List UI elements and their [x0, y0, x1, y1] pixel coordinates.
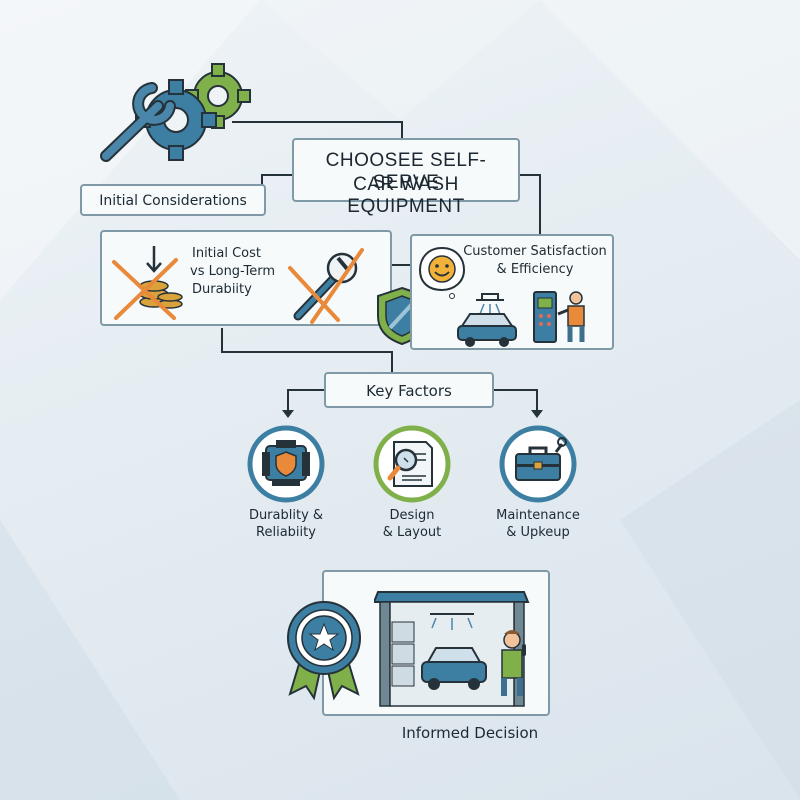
factor-2-line-1: Design: [389, 508, 435, 523]
cost-durability-box: Initial Cost vs Long-Term Durabiity: [100, 230, 392, 326]
connector-title-to-customer: [518, 174, 541, 235]
connector-key-left: [287, 389, 326, 412]
connector-cost-to-key: [221, 328, 393, 372]
title-line-2: CAR WASH EQUIPMENT: [347, 174, 465, 217]
car-wash-station-icon: [457, 291, 585, 347]
title-box: CHOOSEE SELF-SERVE CAR WASH EQUIPMENT: [292, 138, 520, 217]
cost-line-3: Durabiity: [192, 282, 252, 297]
customer-satisfaction-box: Customer Satisfaction & Efficiency: [410, 234, 614, 350]
key-factors-label: Key Factors: [366, 382, 452, 400]
factor-3-line-2: & Upkeup: [506, 525, 570, 540]
cost-line-2: vs Long-Term: [190, 264, 276, 279]
arrowhead-right: [531, 410, 543, 418]
connector-key-right: [493, 389, 538, 412]
coins-crossed-icon: [112, 246, 183, 320]
award-ribbon-icon: [287, 601, 361, 701]
initial-considerations-box: Initial Considerations: [80, 184, 266, 216]
customer-line-1: Customer Satisfaction: [463, 244, 607, 259]
connector-title-to-initial: [261, 174, 292, 188]
title-line-1: CHOOSEE SELF-SERVE: [325, 150, 487, 193]
toolbox-icon: [499, 425, 577, 503]
gears-wrench-icon: [100, 63, 251, 162]
customer-line-2: & Efficiency: [496, 262, 574, 277]
factor-1-line-2: Reliabiity: [256, 525, 316, 540]
decision-label: Informed Decision: [401, 724, 539, 742]
cost-line-1: Initial Cost: [192, 246, 262, 261]
equipment-shield-icon: [247, 425, 325, 503]
factor-2-line-2: & Layout: [382, 525, 442, 540]
magnifier-blueprint-icon: [373, 425, 451, 503]
car-wash-bay-icon: [374, 591, 530, 707]
connector-gear-to-title: [232, 121, 403, 140]
factor-3-line-1: Maintenance: [496, 508, 580, 523]
initial-considerations-label: Initial Considerations: [99, 193, 247, 209]
key-factors-box: Key Factors: [324, 372, 494, 408]
arrowhead-left: [282, 410, 294, 418]
smiley-bubble-icon: [418, 246, 466, 299]
factor-1-line-1: Durablity &: [248, 508, 324, 523]
wrench-crossed-icon: [288, 248, 364, 324]
